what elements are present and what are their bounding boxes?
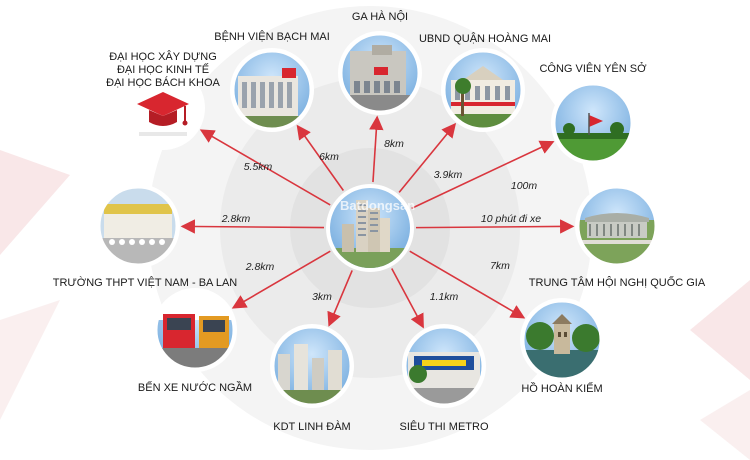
node-yen-so-icon (551, 81, 635, 165)
arrow-linh-dam (327, 270, 353, 327)
label-hoi-nghi: TRUNG TÂM HỘI NGHỊ QUỐC GIA (529, 275, 706, 289)
distance-bach-mai: 6km (319, 151, 339, 163)
nodes: BỆNH VIỆN BẠCH MAI GA HÀ NỘI UBND QUẬN HOÀ… (53, 10, 706, 433)
label-linh-dam: KDT LINH ĐÀM (273, 420, 350, 433)
distance-ga-ha-noi: 8km (384, 138, 404, 150)
arrow-dai-hoc (199, 129, 331, 206)
node-dai-hoc-icon (121, 66, 205, 150)
decor-corners (0, 150, 750, 460)
label-thpt: TRƯỜNG THPT VIỆT NAM - BA LAN (53, 276, 238, 289)
node-hoan-kiem-icon (520, 298, 604, 382)
arrow-ubnd (398, 122, 457, 193)
node-linh-dam-icon (270, 324, 354, 408)
arrow-metro (391, 268, 424, 329)
arrow-hoi-nghi (415, 219, 575, 234)
distance-linh-dam: 3km (312, 291, 332, 303)
node-bach-mai-icon (230, 48, 314, 132)
arrow-bach-mai (296, 124, 345, 191)
node-thpt-icon (96, 184, 180, 268)
node-metro-icon (402, 324, 486, 408)
distance-yen-so: 100m (511, 180, 538, 192)
distance-ben-xe: 2.8km (245, 261, 275, 273)
label-dai-hoc-line-1: ĐẠI HỌC KINH TẾ (117, 63, 209, 76)
node-ga-ha-noi-icon (338, 31, 422, 115)
distance-hoi-nghi: 10 phút đi xe (481, 213, 541, 225)
label-ben-xe: BẾN XE NƯỚC NGẦM (138, 381, 252, 394)
label-yen-so: CÔNG VIÊN YÊN SỞ (539, 62, 647, 75)
arrow-hoan-kiem (409, 250, 526, 319)
distance-thpt: 2.8km (221, 213, 251, 225)
distance-dai-hoc: 5.5km (244, 161, 273, 173)
arrow-thpt (180, 219, 325, 234)
node-ben-xe-icon (153, 288, 237, 372)
distance-ubnd: 3.9km (434, 169, 463, 181)
node-hoi-nghi-icon (575, 184, 659, 268)
label-ga-ha-noi: GA HÀ NỘI (352, 10, 408, 23)
arrow-yen-so (411, 140, 555, 210)
label-metro: SIÊU THI METRO (399, 420, 488, 433)
label-ubnd: UBND QUẬN HOÀNG MAI (419, 32, 551, 45)
label-dai-hoc-line-2: ĐẠI HỌC BÁCH KHOA (106, 76, 220, 89)
label-bach-mai: BỆNH VIỆN BẠCH MAI (214, 30, 330, 43)
distance-hoan-kiem: 7km (490, 260, 510, 272)
watermark-text: Batdongsan (340, 198, 415, 213)
arrows: 6km 8km 3.9km 100m 10 phút đi xe 7km 1.1km 3km 2… (180, 115, 575, 329)
arrow-ga-ha-noi (369, 115, 384, 183)
label-dai-hoc-line-0: ĐẠI HỌC XÂY DỰNG (109, 50, 217, 63)
arrow-ben-xe (231, 250, 331, 309)
node-ubnd-icon (441, 48, 525, 132)
center-project-icon: Batdongsan (326, 184, 415, 272)
label-hoan-kiem: HỒ HOÀN KIẾM (521, 382, 602, 395)
distance-metro: 1.1km (430, 291, 459, 303)
